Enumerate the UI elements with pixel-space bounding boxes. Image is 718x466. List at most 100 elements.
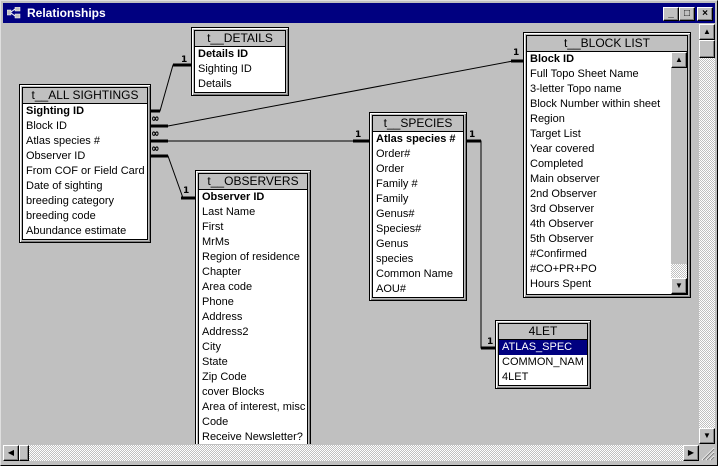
field-row[interactable]: #Confirmed <box>530 248 587 260</box>
field-row[interactable]: breeding code <box>26 210 96 222</box>
field-row[interactable]: 5th Observer <box>530 233 594 245</box>
field-row[interactable]: Block ID <box>530 53 575 65</box>
table-title[interactable]: t__OBSERVERS <box>198 173 308 189</box>
field-row[interactable]: Block ID <box>26 120 67 132</box>
field-row[interactable]: Abundance estimate <box>26 225 127 237</box>
field-row[interactable]: Genus# <box>376 208 415 220</box>
field-row[interactable]: 4th Observer <box>530 218 594 230</box>
window-horizontal-scrollbar[interactable]: ◀ ▶ <box>3 445 699 461</box>
field-row[interactable]: Hours Spent <box>530 278 592 290</box>
field-row[interactable]: Order <box>376 163 405 175</box>
field-row[interactable]: species <box>376 253 414 265</box>
field-row[interactable]: Receive Newsletter? <box>202 431 303 443</box>
table-all-sightings[interactable]: t__ALL SIGHTINGS Sighting ID Block ID At… <box>19 84 151 243</box>
field-row-selected[interactable]: ATLAS_SPEC <box>499 340 587 355</box>
field-row[interactable]: Chapter <box>202 266 242 278</box>
close-button[interactable]: × <box>697 7 713 21</box>
field-list[interactable]: Block ID Full Topo Sheet Name 3-letter T… <box>526 51 688 295</box>
table-title[interactable]: t__SPECIES LIST <box>372 115 464 144</box>
field-row[interactable]: cover Blocks <box>202 386 265 398</box>
field-row[interactable]: Observer ID <box>202 191 265 203</box>
field-row[interactable]: Area code <box>202 281 253 293</box>
field-row[interactable]: Common Name <box>376 268 454 280</box>
field-row[interactable]: Region of residence <box>202 251 300 263</box>
title-bar[interactable]: Relationships _ □ × <box>3 3 715 23</box>
field-list[interactable]: ATLAS_SPEC COMMON_NAM 4LET <box>498 339 588 386</box>
scroll-thumb[interactable] <box>699 40 715 58</box>
field-row[interactable]: Area of interest, misc <box>202 401 306 413</box>
field-row[interactable]: Atlas species # <box>26 135 100 147</box>
table-title[interactable]: 4LET <box>498 323 588 339</box>
relationships-canvas[interactable]: 1 ∞ 1 ∞ 1 ∞ 1 1 1 t__ALL SIGHTINGS Sight… <box>3 24 697 444</box>
maximize-button[interactable]: □ <box>679 7 695 21</box>
table-species-list[interactable]: t__SPECIES LIST Atlas species # Order# O… <box>369 112 467 301</box>
field-row[interactable]: Code <box>202 416 229 428</box>
field-row[interactable]: Details ID <box>198 48 249 60</box>
field-row[interactable]: Sighting ID <box>198 63 252 75</box>
field-row[interactable]: Region <box>530 113 565 125</box>
field-row[interactable]: City <box>202 341 221 353</box>
field-row[interactable]: Target List <box>530 128 581 140</box>
field-row[interactable]: 2nd Observer <box>530 188 597 200</box>
field-row[interactable]: Observer ID <box>26 150 86 162</box>
field-row[interactable]: Zip Code <box>202 371 247 383</box>
relationships-icon[interactable] <box>7 7 21 19</box>
field-list[interactable]: Sighting ID Block ID Atlas species # Obs… <box>22 103 148 240</box>
field-list[interactable]: Observer ID Last Name First MrMs Region … <box>198 189 308 444</box>
field-row[interactable]: Order# <box>376 148 411 160</box>
scroll-down-button[interactable]: ▼ <box>699 428 715 444</box>
table-observers[interactable]: t__OBSERVERS Observer ID Last Name First… <box>195 170 311 444</box>
table-details[interactable]: t__DETAILS Details ID Sighting ID Detail… <box>191 27 289 96</box>
field-row[interactable]: Species# <box>376 223 422 235</box>
arrow-right-icon: ▶ <box>687 448 695 457</box>
field-row[interactable]: AOU# <box>376 283 406 295</box>
field-list[interactable]: Details ID Sighting ID Details <box>194 46 286 93</box>
field-row[interactable]: Block Number within sheet <box>530 98 661 110</box>
field-row[interactable]: Completed <box>530 158 584 170</box>
field-row[interactable]: breeding category <box>26 195 115 207</box>
minimize-button[interactable]: _ <box>663 7 679 21</box>
field-row[interactable]: Family <box>376 193 409 205</box>
field-row[interactable]: Date of sighting <box>26 180 103 192</box>
table-4let[interactable]: 4LET ATLAS_SPEC COMMON_NAM 4LET <box>495 320 591 389</box>
scroll-up-button[interactable]: ▲ <box>671 52 687 68</box>
field-row[interactable]: 3rd Observer <box>530 203 595 215</box>
field-row[interactable]: Genus <box>376 238 409 250</box>
window-title: Relationships <box>27 6 106 20</box>
field-row[interactable]: State <box>202 356 228 368</box>
table-title[interactable]: t__ALL SIGHTINGS <box>22 87 148 103</box>
scroll-up-button[interactable]: ▲ <box>699 24 715 40</box>
resize-grip[interactable] <box>699 445 715 461</box>
field-row[interactable]: Phone <box>202 296 234 308</box>
table-title[interactable]: t__BLOCK LIST <box>526 35 688 51</box>
field-row[interactable]: Family # <box>376 178 418 190</box>
field-row[interactable]: Last Name <box>202 206 256 218</box>
scroll-thumb[interactable] <box>19 445 29 461</box>
field-row[interactable]: Main observer <box>530 173 600 185</box>
field-row[interactable]: Full Topo Sheet Name <box>530 68 639 80</box>
field-row[interactable]: 3-letter Topo name <box>530 83 622 95</box>
scroll-down-button[interactable]: ▼ <box>671 278 687 294</box>
field-row[interactable]: First <box>202 221 224 233</box>
field-row[interactable]: Atlas species # <box>376 133 456 145</box>
field-row[interactable]: Year covered <box>530 143 595 155</box>
field-row[interactable]: MrMs <box>202 236 230 248</box>
table-block-list[interactable]: t__BLOCK LIST Block ID Full Topo Sheet N… <box>523 32 691 298</box>
scroll-left-button[interactable]: ◀ <box>3 445 19 461</box>
scroll-right-button[interactable]: ▶ <box>683 445 699 461</box>
scroll-track[interactable] <box>671 264 687 278</box>
one-label: 1 <box>469 130 476 140</box>
field-row[interactable]: From COF or Field Card <box>26 165 145 177</box>
field-row[interactable]: Address <box>202 311 243 323</box>
field-row[interactable]: 4LET <box>502 371 529 383</box>
field-row[interactable]: Details <box>198 78 232 90</box>
field-row[interactable]: Address2 <box>202 326 249 338</box>
window-vertical-scrollbar[interactable]: ▲ ▼ <box>699 24 715 444</box>
table-vertical-scrollbar[interactable]: ▲ ▼ <box>671 52 687 294</box>
table-title[interactable]: t__DETAILS <box>194 30 286 46</box>
field-row[interactable]: COMMON_NAM <box>502 356 584 368</box>
field-row[interactable]: Sighting ID <box>26 105 85 117</box>
field-list[interactable]: Atlas species # Order# Order Family # Fa… <box>372 131 464 298</box>
field-row[interactable]: #CO+PR+PO <box>530 263 597 275</box>
